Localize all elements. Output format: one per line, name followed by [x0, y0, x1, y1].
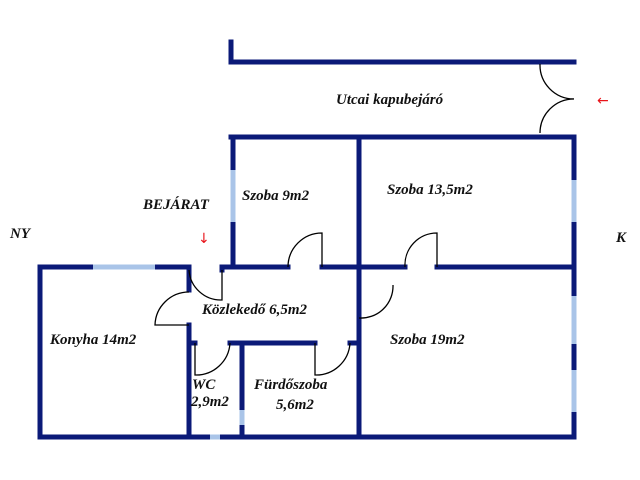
- room19-door: [358, 284, 394, 319]
- bath-area-label: 5,6m2: [276, 397, 314, 413]
- bath-name-label: Fürdőszoba: [254, 377, 328, 393]
- east-label: K: [616, 230, 627, 246]
- wc-name-label: WC: [192, 377, 216, 393]
- room-13-label: Szoba 13,5m2: [387, 182, 473, 198]
- entrance-door: [188, 269, 223, 301]
- entrance-label: BEJÁRAT: [143, 197, 209, 213]
- bath-door: [314, 342, 351, 376]
- west-label: NY: [10, 226, 30, 242]
- room13-door: [404, 232, 438, 268]
- room9-door: [287, 232, 323, 268]
- room-9-label: Szoba 9m2: [242, 188, 310, 204]
- kitchen-label: Konyha 14m2: [50, 332, 137, 348]
- outer-wall: [37, 264, 577, 440]
- street-wall: [228, 39, 577, 65]
- entrance-arrow-icon: ↓: [198, 231, 210, 247]
- wc-door: [194, 342, 231, 376]
- wc-area-label: 2,9m2: [191, 394, 229, 410]
- street-gate-label: Utcai kapubejáró: [336, 92, 444, 108]
- room-19-label: Szoba 19m2: [390, 332, 465, 348]
- doors: [154, 63, 575, 376]
- kitchen-door: [154, 291, 190, 326]
- hallway-label: Közlekedő 6,5m2: [202, 302, 307, 318]
- gate-door: [539, 63, 575, 134]
- windows: [93, 170, 577, 440]
- gate-arrow-icon: ←: [597, 93, 609, 109]
